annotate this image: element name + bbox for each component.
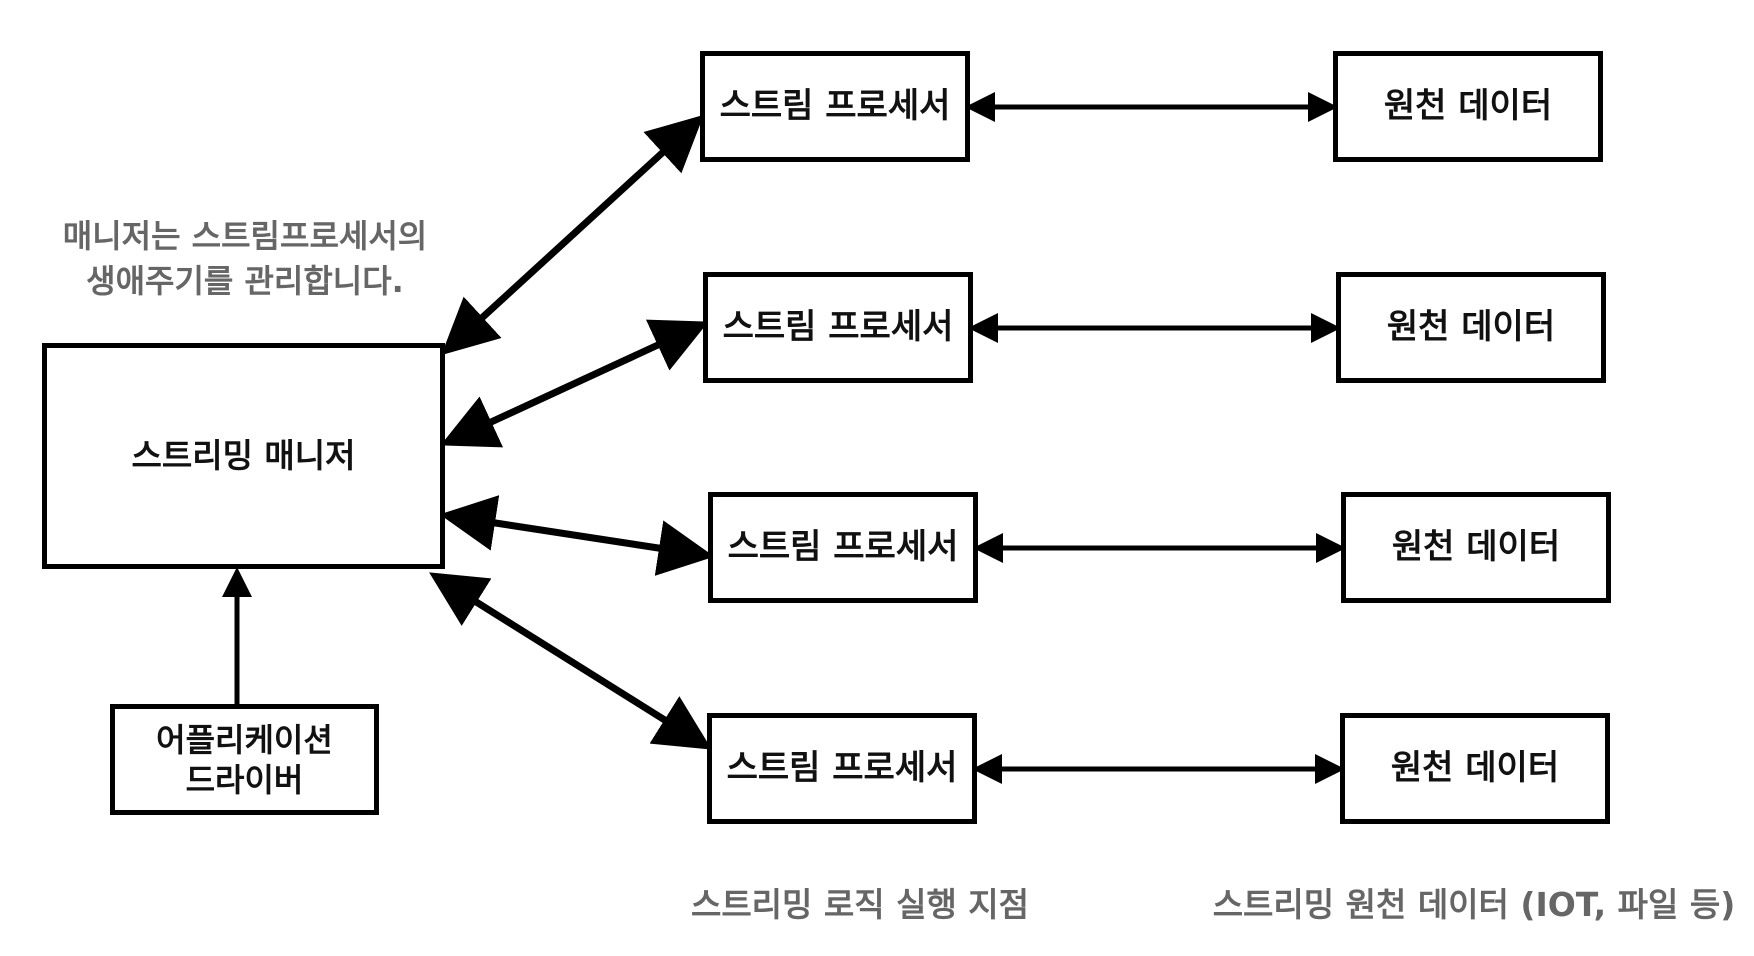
source-data-box-3: 원천 데이터 (1341, 492, 1611, 603)
source-data-label: 원천 데이터 (1390, 748, 1560, 789)
manager-processor-3-arrow (439, 495, 715, 576)
source-data-box-2: 원천 데이터 (1336, 272, 1606, 383)
source-data-label: 원천 데이터 (1383, 86, 1553, 127)
execution-point-label: 스트리밍 로직 실행 지점 (690, 885, 1030, 924)
manager-lifecycle-note: 매니저는 스트림프로세서의 생애주기를 관리합니다. (62, 217, 428, 301)
application-driver-label: 어플리케이션 드라이버 (156, 720, 333, 799)
stream-processor-box-3: 스트림 프로세서 (708, 492, 978, 603)
stream-processor-label: 스트림 프로세서 (722, 307, 954, 348)
manager-processor-2-arrow (440, 319, 709, 448)
source-data-label: 원천 데이터 (1386, 307, 1556, 348)
stream-processor-box-1: 스트림 프로세서 (700, 51, 970, 162)
application-driver-box: 어플리케이션 드라이버 (110, 704, 379, 815)
streaming-manager-box: 스트리밍 매니저 (42, 343, 445, 569)
stream-processor-label: 스트림 프로세서 (719, 86, 951, 127)
manager-processor-4-arrow (429, 572, 712, 750)
source-data-label: 원천 데이터 (1391, 527, 1561, 568)
streaming-manager-label: 스트리밍 매니저 (131, 436, 356, 476)
manager-processor-1-arrow (441, 114, 704, 356)
stream-processor-box-2: 스트림 프로세서 (703, 272, 973, 383)
source-data-caption: 스트리밍 원천 데이터 (IOT, 파일 등) (1212, 885, 1736, 924)
stream-processor-label: 스트림 프로세서 (726, 748, 958, 789)
stream-processor-label: 스트림 프로세서 (727, 527, 959, 568)
stream-processor-box-4: 스트림 프로세서 (707, 713, 977, 824)
source-data-box-4: 원천 데이터 (1340, 713, 1610, 824)
source-data-box-1: 원천 데이터 (1333, 51, 1603, 162)
